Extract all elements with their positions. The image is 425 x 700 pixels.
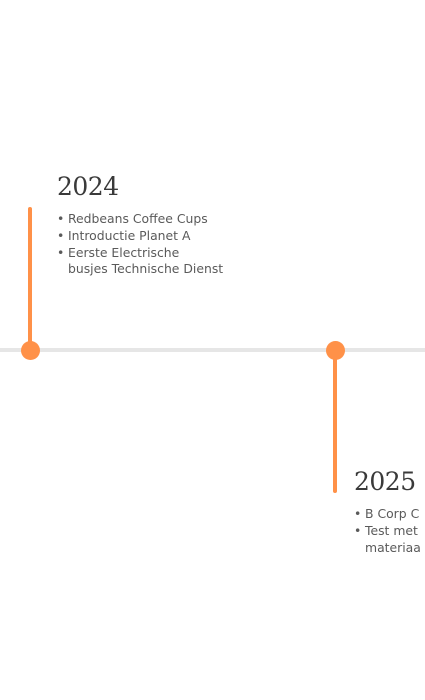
event-2025-connector xyxy=(333,352,337,493)
event-item: B Corp C xyxy=(354,506,425,523)
event-2025-year: 2025 xyxy=(354,467,416,496)
event-2024-list: Redbeans Coffee Cups Introductie Planet … xyxy=(57,211,417,278)
event-item: Eerste Electrische xyxy=(57,245,417,262)
event-2024-marker xyxy=(21,341,40,360)
event-item: Redbeans Coffee Cups xyxy=(57,211,417,228)
event-item: Test met xyxy=(354,523,425,540)
event-2024-year: 2024 xyxy=(57,172,119,201)
event-2024-connector xyxy=(28,207,32,347)
timeline-axis xyxy=(0,348,425,352)
event-item: Introductie Planet A xyxy=(57,228,417,245)
event-item-continuation: materiaa xyxy=(365,539,421,555)
event-2025-list: B Corp C Test met materiaa xyxy=(354,506,425,556)
event-2025-marker xyxy=(326,341,345,360)
event-item-continuation: busjes Technische Dienst xyxy=(68,261,224,277)
